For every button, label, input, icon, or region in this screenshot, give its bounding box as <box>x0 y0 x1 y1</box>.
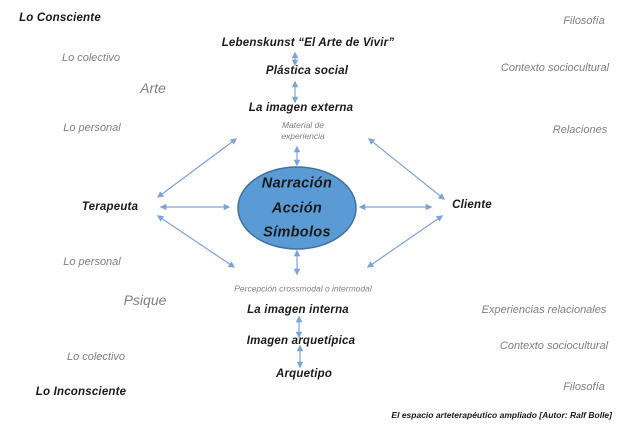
arrow-terapeuta-imagen-externa <box>156 138 238 198</box>
diagram-caption: El espacio arteterapéutico ampliado [Aut… <box>391 410 612 420</box>
ellipse-line-narracion: Narración <box>261 175 333 192</box>
arrow-cliente-percepcion <box>366 215 444 268</box>
label-imagen-arquetipica: Imagen arquetípica <box>246 335 356 347</box>
central-ellipse-text: Narración Acción Símbolos <box>262 171 332 245</box>
label-terapeuta: Terapeuta <box>81 201 139 213</box>
label-cliente: Cliente <box>452 199 492 211</box>
ellipse-line-simbolos: Símbolos <box>263 224 331 241</box>
ellipse-line-accion: Acción <box>271 199 323 216</box>
label-filosofia-bottom: Filosofía <box>563 381 605 393</box>
label-psique: Psique <box>123 292 167 308</box>
label-imagen-interna: La imagen interna <box>247 304 349 316</box>
label-plastica-social: Plástica social <box>265 65 349 77</box>
label-imagen-externa: La imagen externa <box>248 102 354 114</box>
label-lo-inconsciente: Lo Inconsciente <box>35 386 127 398</box>
label-contexto-top: Contexto sociocultural <box>500 62 610 74</box>
label-percepcion: Percepción crossmodal o intermodal <box>234 283 372 294</box>
label-experiencias-relacionales: Experiencias relacionales <box>481 304 607 316</box>
arrow-terapeuta-percepcion <box>156 215 236 268</box>
central-ellipse <box>237 166 357 250</box>
label-lo-colectivo-top: Lo colectivo <box>61 52 121 64</box>
label-filosofia-top: Filosofía <box>563 15 605 27</box>
label-lebenskunst: Lebenskunst “El Arte de Vivir” <box>221 37 395 49</box>
label-contexto-bottom: Contexto sociocultural <box>499 340 609 352</box>
label-lo-colectivo-bottom: Lo colectivo <box>66 351 126 363</box>
label-lo-personal-top: Lo personal <box>63 122 121 134</box>
label-arte: Arte <box>140 80 166 96</box>
label-lo-personal-bottom: Lo personal <box>63 256 121 268</box>
label-material-experiencia: Material de experiencia <box>281 119 325 141</box>
label-arquetipo: Arquetipo <box>275 368 333 380</box>
label-lo-consciente: Lo Consciente <box>19 12 101 24</box>
label-relaciones: Relaciones <box>552 124 608 136</box>
arrow-cliente-imagen-externa <box>367 138 446 200</box>
